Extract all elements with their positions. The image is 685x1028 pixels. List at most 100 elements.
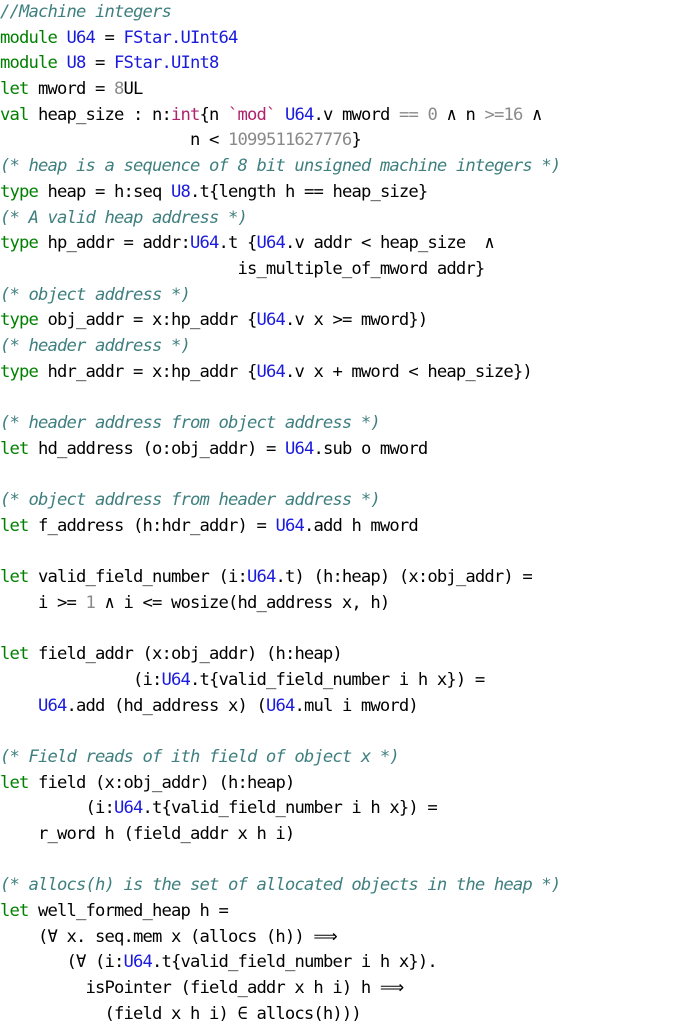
code-keyword: type: [0, 181, 48, 202]
code-token: }: [351, 130, 361, 151]
code-token: .t{valid_field_number i h x}) =: [189, 669, 485, 690]
code-keyword: let: [0, 901, 38, 922]
code-module: U64: [275, 515, 304, 536]
code-token: 1: [85, 592, 95, 613]
code-module: FStar.UInt64: [123, 27, 238, 48]
code-token: .add h mword: [303, 515, 419, 536]
code-line: (i:U64.t{valid_field_number i h x}) =: [0, 796, 685, 822]
code-token: is_multiple_of_mword addr}: [0, 258, 485, 279]
code-keyword: let: [0, 438, 38, 459]
code-line: (* header address from object address *): [0, 411, 685, 437]
code-token: (i:: [0, 669, 162, 690]
code-token: n <: [0, 130, 228, 151]
code-line: (* A valid heap address *): [0, 206, 685, 232]
code-line: U64.add (hd_address x) (U64.mul i mword): [0, 694, 685, 720]
code-line: is_multiple_of_mword addr}: [0, 257, 685, 283]
code-keyword: val: [0, 104, 38, 125]
code-line: type hp_addr = addr:U64.t {U64.v addr < …: [0, 231, 685, 257]
code-token: .t) (h:heap) (x:obj_addr) =: [275, 567, 532, 588]
code-module: U64: [284, 104, 314, 125]
code-token: well_formed_heap h =: [38, 901, 229, 922]
code-token: [0, 696, 38, 716]
code-token: .add (hd_address x) (: [66, 695, 267, 716]
code-line: let hd_address (o:obj_addr) = U64.sub o …: [0, 437, 685, 463]
code-line: (field x h i) ∈ allocs(h))): [0, 1002, 685, 1028]
code-line: [0, 385, 685, 411]
code-keyword: let: [0, 515, 38, 536]
code-line: n < 1099511627776}: [0, 128, 685, 154]
code-token: ∧ n: [436, 104, 485, 125]
code-module: U64: [123, 952, 152, 973]
code-line: r_word h (field_addr x h i): [0, 822, 685, 848]
code-line: type heap = h:seq U8.t{length h == heap_…: [0, 180, 685, 206]
code-line: //Machine integers: [0, 0, 685, 26]
code-keyword: let: [0, 79, 38, 100]
code-keyword: module: [0, 27, 67, 48]
code-module: FStar.UInt8: [113, 53, 219, 74]
code-line: let field_addr (x:obj_addr) (h:heap): [0, 642, 685, 668]
code-module: U64: [246, 567, 276, 588]
code-line: [0, 848, 685, 874]
code-token: ∧ i <= wosize(hd_address x, h): [94, 592, 390, 613]
code-line: type hdr_addr = x:hp_addr {U64.v x + mwo…: [0, 360, 685, 386]
code-comment: (* Field reads of ith field of object x …: [0, 746, 400, 767]
code-keyword: type: [0, 310, 48, 331]
code-line: let well_formed_heap h =: [0, 899, 685, 925]
code-token: .v x + mword < heap_size}): [284, 361, 533, 382]
code-line: (* allocs(h) is the set of allocated obj…: [0, 873, 685, 899]
code-token: r_word h (field_addr x h i): [0, 824, 295, 844]
code-line: [0, 539, 685, 565]
code-module: U64: [284, 438, 314, 459]
code-token: `mod`: [227, 104, 276, 125]
code-comment: (* A valid heap address *): [0, 207, 248, 228]
code-keyword: module: [0, 53, 67, 74]
code-token: int: [170, 104, 200, 125]
code-token: .t{valid_field_number i h x}) =: [142, 798, 437, 819]
code-token: hdr_addr = x:hp_addr {: [47, 361, 258, 382]
code-token: 8: [113, 79, 124, 100]
code-token: (i:: [0, 798, 114, 819]
code-token: heap = h:seq: [47, 181, 171, 202]
code-keyword: let: [0, 644, 38, 665]
code-comment: (* heap is a sequence of 8 bit unsigned …: [0, 156, 561, 177]
code-line: type obj_addr = x:hp_addr {U64.v x >= mw…: [0, 308, 685, 334]
code-token: (∀ (i:: [0, 952, 124, 973]
code-module: U8: [170, 181, 191, 202]
code-module: U64: [161, 669, 190, 690]
code-token: isPointer (field_addr x h i) h ⟹: [0, 978, 404, 999]
code-keyword: let: [0, 567, 38, 588]
code-module: U64: [113, 798, 143, 819]
code-token: (∀ x. seq.mem x (allocs (h)) ⟹: [0, 926, 338, 947]
code-module: U64: [66, 27, 95, 48]
code-line: (∀ (i:U64.t{valid_field_number i h x}).: [0, 950, 685, 976]
code-token: obj_addr = x:hp_addr {: [47, 310, 258, 331]
code-module: U8: [66, 53, 86, 74]
code-line: (∀ x. seq.mem x (allocs (h)) ⟹: [0, 925, 685, 951]
code-token: {n: [199, 104, 228, 125]
code-token: 1099511627776: [227, 130, 352, 151]
code-line: (* header address *): [0, 334, 685, 360]
code-token: field_addr (x:obj_addr) (h:heap): [38, 644, 343, 665]
code-token: mword =: [38, 79, 114, 100]
code-token: i >=: [0, 592, 86, 613]
code-comment: (* object address *): [0, 284, 191, 305]
code-module: U64: [256, 310, 285, 331]
code-token: f_address (h:hdr_addr) =: [38, 515, 276, 536]
code-comment: (* object address from header address *): [0, 490, 381, 511]
code-token: valid_field_number (i:: [38, 567, 248, 588]
code-line: val heap_size : n:int{n `mod` U64.v mwor…: [0, 103, 685, 129]
code-keyword: type: [0, 233, 48, 254]
code-token: .t {: [218, 233, 257, 254]
code-line: (i:U64.t{valid_field_number i h x}) =: [0, 668, 685, 694]
code-token: .sub o mword: [313, 438, 428, 459]
code-keyword: let: [0, 772, 38, 793]
code-module: U64: [256, 361, 285, 382]
code-token: heap_size : n:: [38, 104, 172, 125]
code-line: i >= 1 ∧ i <= wosize(hd_address x, h): [0, 591, 685, 617]
code-token: hd_address (o:obj_addr) =: [38, 438, 285, 459]
code-line: (* Field reads of ith field of object x …: [0, 745, 685, 771]
code-line: module U8 = FStar.UInt8: [0, 51, 685, 77]
code-token: [275, 105, 285, 125]
code-token: == 0: [398, 104, 438, 125]
